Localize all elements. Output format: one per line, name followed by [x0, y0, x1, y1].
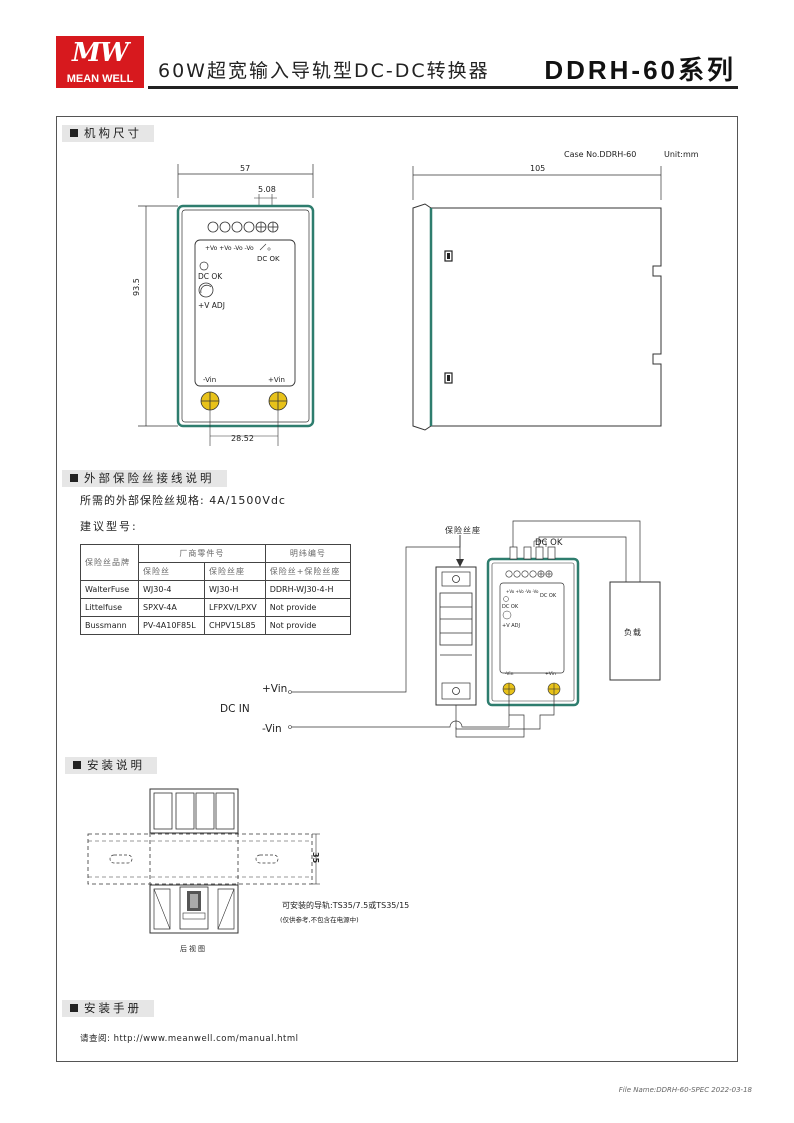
- minus-vin-label: -Vin: [262, 723, 282, 735]
- bullet-square-icon: [70, 1004, 78, 1012]
- front-label-vadj: +V ADJ: [198, 301, 225, 310]
- front-view-drawing: [138, 164, 315, 446]
- th-holder: 保险丝座: [204, 562, 266, 581]
- series-title: DDRH-60系列: [544, 55, 736, 85]
- unit-label: Unit:mm: [664, 150, 699, 159]
- logo-text: MEAN WELL: [66, 73, 134, 85]
- fuse-suggest-line: 建议型号:: [80, 520, 138, 533]
- plus-vin-label: +Vin: [262, 683, 288, 695]
- section-mechanical-title: 机构尺寸: [62, 125, 154, 142]
- fuse-spec-line: 所需的外部保险丝规格: 4A/1500Vdc: [80, 494, 286, 507]
- front-label-minus-vin: -Vin: [203, 376, 217, 384]
- logo-mark: MW: [72, 38, 129, 68]
- header-rule: [148, 86, 738, 89]
- section-manual-title: 安装手册: [62, 1000, 154, 1017]
- rear-view-caption: 后视图: [180, 945, 207, 953]
- dc-in-label: DC IN: [220, 703, 250, 715]
- mini-dcok-label: DC OK: [502, 604, 519, 610]
- mini-dcok-switch-label: DC OK: [540, 593, 557, 599]
- diagram-dcok-label: DC OK: [535, 538, 563, 548]
- front-label-dcok: DC OK: [198, 272, 223, 281]
- fuse-wiring-diagram: [288, 520, 661, 738]
- front-label-dcok-switch: DC OK: [257, 255, 280, 263]
- section-fuse-title: 外部保险丝接线说明: [62, 470, 227, 487]
- section-install-title: 安装说明: [65, 757, 157, 774]
- bullet-square-icon: [73, 761, 81, 769]
- mini-minus-vin-label: -Vin: [505, 672, 514, 677]
- meanwell-logo: MW MEAN WELL: [56, 36, 144, 88]
- manual-link[interactable]: 请查阅: http://www.meanwell.com/manual.html: [80, 1034, 299, 1044]
- fuse-holder-label: 保险丝座: [445, 526, 481, 535]
- content-frame: [56, 116, 738, 1062]
- th-brand: 保险丝品牌: [80, 544, 139, 581]
- load-label: 负载: [624, 628, 642, 637]
- mini-vo-label: +Vo +Vo -Vo -Vo: [506, 589, 539, 594]
- case-number: Case No.DDRH-60: [564, 150, 637, 159]
- table-row: WalterFuse WJ30-4 WJ30-H DDRH-WJ30-4-H: [80, 580, 352, 599]
- side-view-drawing: [412, 166, 662, 431]
- th-mfr: 厂商零件号: [138, 544, 266, 563]
- bullet-square-icon: [70, 129, 78, 137]
- th-fuse: 保险丝: [138, 562, 205, 581]
- dim-pitch: 5.08: [258, 185, 276, 194]
- dim-height: 93.5: [132, 278, 141, 296]
- bullet-square-icon: [70, 474, 78, 482]
- table-row: Bussmann PV-4A10F85L CHPV15L85 Not provi…: [80, 616, 352, 635]
- mini-vadj-label: +V ADJ: [502, 623, 520, 629]
- dim-width: 57: [240, 164, 251, 173]
- rail-note: 可安装的导轨:TS35/7.5或TS35/15: [282, 901, 410, 910]
- footer-file-name: File Name:DDRH-60-SPEC 2022-03-18: [618, 1086, 752, 1094]
- dim-bottom: 28.52: [231, 434, 254, 443]
- front-label-plus-vin: +Vin: [268, 376, 285, 384]
- page-title: 60W超宽输入导轨型DC-DC转换器: [158, 60, 490, 82]
- rail-note-2: (仅供参考,不包含在电源中): [280, 916, 359, 924]
- rear-view-drawing: [87, 788, 320, 934]
- dim-depth: 105: [530, 164, 546, 173]
- mini-plus-vin-label: +Vin: [545, 672, 556, 677]
- front-label-vo: +Vo +Vo -Vo -Vo: [205, 245, 254, 252]
- rail-height-dim: 35: [311, 852, 320, 864]
- fuse-table: 保险丝品牌 厂商零件号 明纬编号 保险丝 保险丝座 保险丝+保险丝座 Walte…: [80, 544, 352, 635]
- table-row: Littelfuse SPXV-4A LFPXV/LPXV Not provid…: [80, 598, 352, 617]
